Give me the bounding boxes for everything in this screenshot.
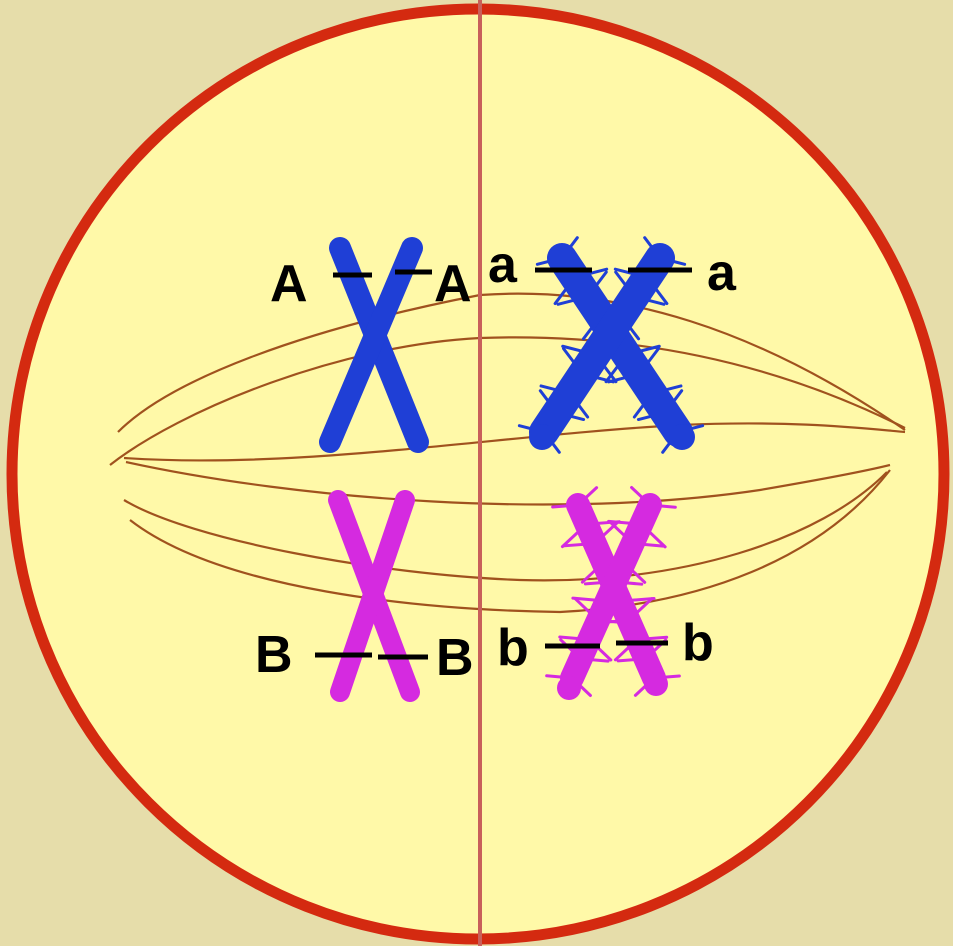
allele-label-A-right: A bbox=[434, 255, 472, 313]
allele-label-a-right: a bbox=[707, 244, 737, 302]
chromatid-end bbox=[669, 424, 695, 450]
allele-label-a-left: a bbox=[488, 236, 518, 294]
chromatid-end bbox=[557, 676, 581, 700]
allele-label-b-right: b bbox=[682, 614, 714, 672]
chromatid-end bbox=[644, 672, 668, 696]
chromatid-end bbox=[529, 424, 555, 450]
allele-label-b-left: b bbox=[497, 619, 529, 677]
allele-label-A-left: A bbox=[270, 255, 308, 313]
allele-label-B-left: B bbox=[255, 626, 293, 684]
allele-label-B-right: B bbox=[436, 629, 474, 687]
